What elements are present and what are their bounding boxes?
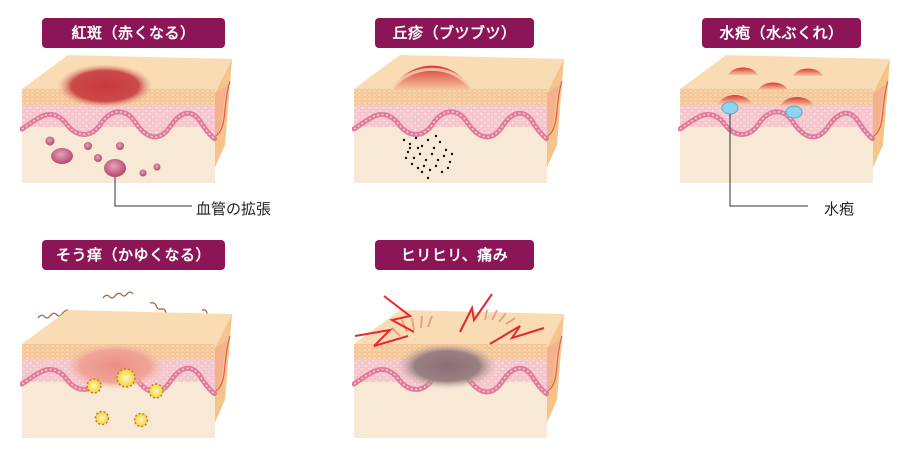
callout-line-blister (729, 114, 808, 207)
title-badge-itch: そう痒（かゆくなる） (42, 240, 225, 270)
blister-illustration (678, 40, 905, 207)
erythema-illustration (20, 40, 260, 207)
title-badge-papule: 丘疹（ブツブツ） (375, 18, 534, 48)
panel-pain: ヒリヒリ、痛み (352, 230, 592, 450)
inflammatory-cells (402, 134, 454, 180)
panel-erythema: 紅斑（赤くなる） 血管の拡張 (20, 0, 271, 220)
dark-patch (397, 343, 497, 389)
pink-patch (65, 343, 165, 389)
lightning-bolt-top (459, 293, 493, 333)
pain-illustration (352, 293, 592, 448)
lightning-bolt-left (354, 328, 409, 347)
callout-label-blister: 水疱 (824, 200, 855, 218)
lightning-bolt-right (489, 325, 545, 345)
panel-papule: 丘疹（ブツブツ） (352, 0, 592, 220)
itch-illustration (20, 291, 260, 448)
title-badge-erythema: 紅斑（赤くなる） (42, 18, 225, 48)
itch-cells (86, 368, 164, 428)
lightning-bolt-icons (354, 293, 545, 347)
panel-blister: 水疱（水ぶくれ） 水疱 (678, 0, 905, 220)
red-patch (57, 64, 153, 108)
title-badge-pain: ヒリヒリ、痛み (375, 240, 534, 270)
callout-line-vessel (114, 177, 192, 207)
papule-illustration (352, 40, 592, 220)
title-badge-blister: 水疱（水ぶくれ） (702, 18, 861, 48)
callout-label-vessel-dilation: 血管の拡張 (196, 200, 272, 218)
pain-rays (391, 309, 516, 337)
lightning-bolt-upper-left (383, 295, 415, 333)
blister-fluid (721, 101, 739, 115)
panel-itch: そう痒（かゆくなる） (20, 230, 260, 450)
